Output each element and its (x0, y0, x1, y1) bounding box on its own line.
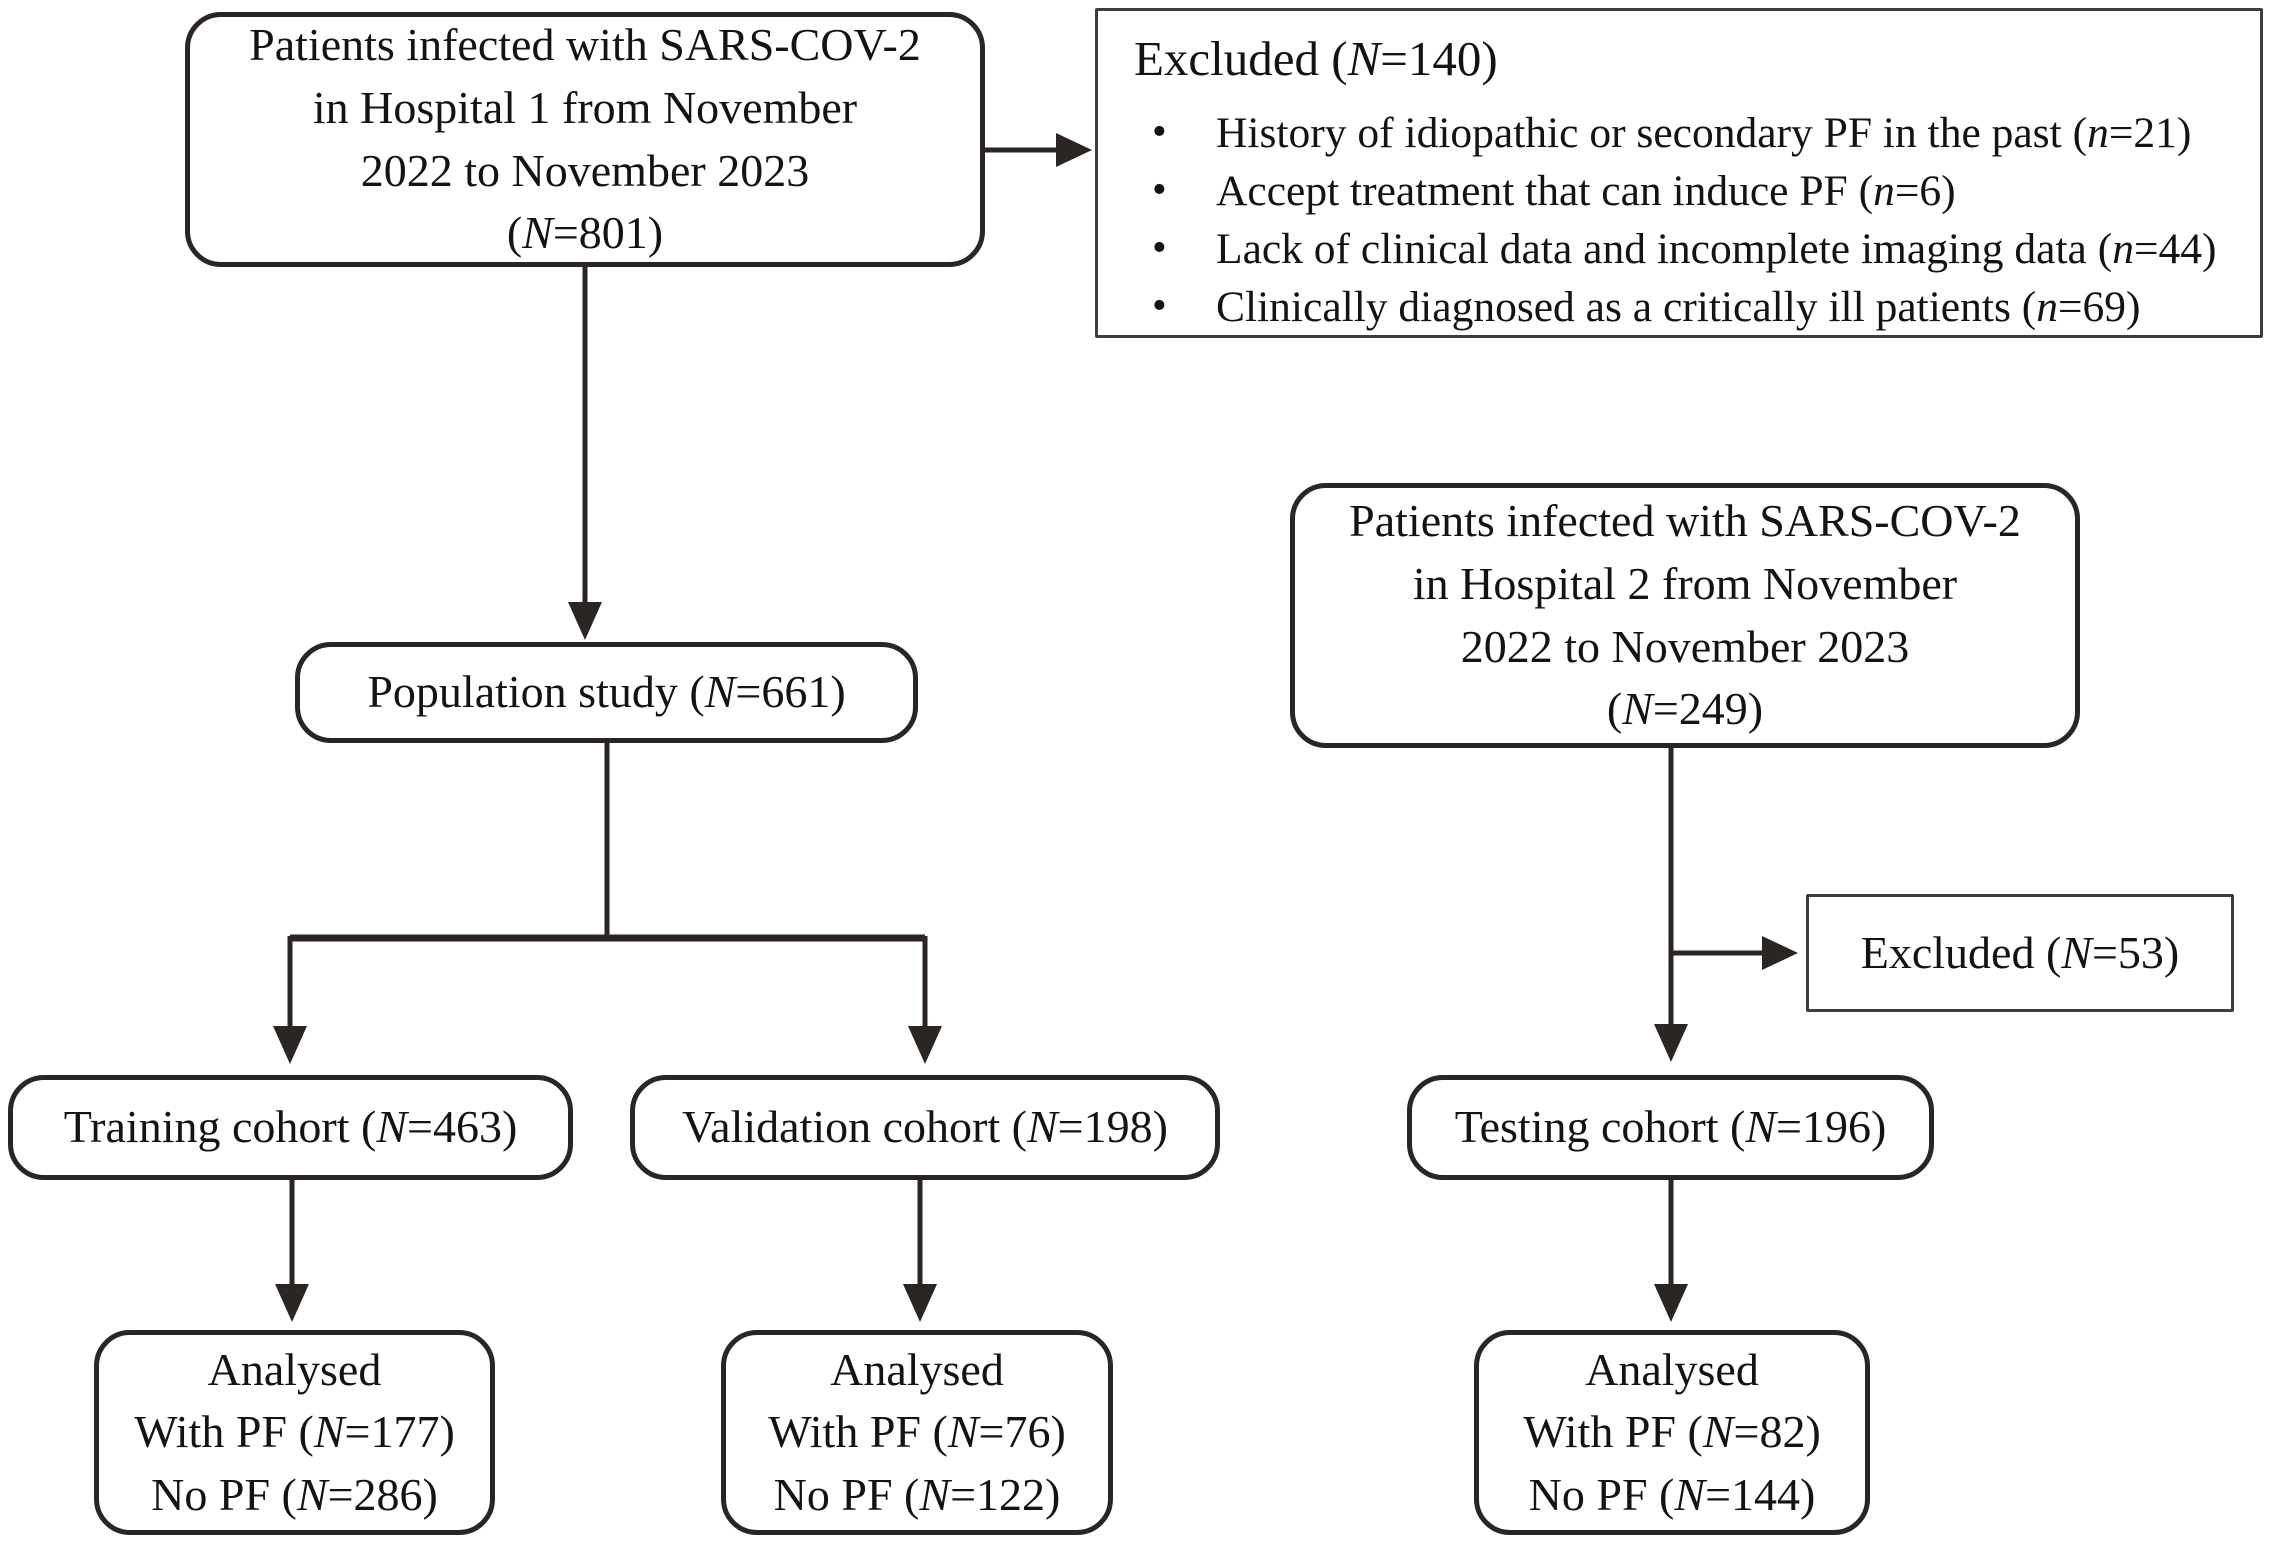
arrowhead-analysed-testing (1654, 1284, 1688, 1322)
population-study-box: Population study (N=661) (295, 642, 918, 743)
population-study-text: Population study (N=661) (367, 666, 846, 718)
arrowhead-testing (1654, 1024, 1688, 1062)
testing-cohort-box: Testing cohort (N=196) (1407, 1075, 1934, 1180)
arrowhead-analysed-training (275, 1284, 309, 1322)
validation-cohort-text: Validation cohort (N=198) (682, 1101, 1168, 1153)
excluded1-title: Excluded (N=140) (1134, 31, 1498, 86)
hospital2-text: Patients infected with SARS-COV-2 in Hos… (1349, 495, 2021, 735)
training-cohort-text: Training cohort (N=463) (63, 1101, 518, 1153)
excluded1-list: History of idiopathic or secondary PF in… (1132, 105, 2248, 336)
hospital1-box: Patients infected with SARS-COV-2 in Hos… (185, 12, 985, 267)
arrowhead-analysed-validation (903, 1284, 937, 1322)
testing-cohort-text: Testing cohort (N=196) (1454, 1101, 1887, 1153)
analysed-validation-box: Analysed With PF (N=76) No PF (N=122) (721, 1330, 1113, 1535)
hospital2-box: Patients infected with SARS-COV-2 in Hos… (1290, 483, 2080, 748)
excluded1-box: Excluded (N=140) History of idiopathic o… (1095, 8, 2263, 338)
excluded2-text: Excluded (N=53) (1860, 926, 2180, 978)
arrowhead-excluded2 (1762, 936, 1798, 970)
excluded2-box: Excluded (N=53) (1806, 894, 2234, 1012)
analysed-testing-text: Analysed With PF (N=82) No PF (N=144) (1523, 1343, 1821, 1520)
arrowhead-training (273, 1026, 307, 1064)
arrowhead-excluded1 (1056, 133, 1092, 167)
excluded1-item: Clinically diagnosed as a critically ill… (1132, 279, 2248, 337)
excluded1-item: Lack of clinical data and incomplete ima… (1132, 221, 2248, 279)
excluded1-item: Accept treatment that can induce PF (n=6… (1132, 163, 2248, 221)
arrowhead-population (568, 602, 602, 640)
analysed-training-text: Analysed With PF (N=177) No PF (N=286) (134, 1343, 455, 1520)
arrowhead-validation (908, 1026, 942, 1064)
analysed-testing-box: Analysed With PF (N=82) No PF (N=144) (1474, 1330, 1870, 1535)
training-cohort-box: Training cohort (N=463) (8, 1075, 573, 1180)
analysed-training-box: Analysed With PF (N=177) No PF (N=286) (94, 1330, 495, 1535)
hospital1-text: Patients infected with SARS-COV-2 in Hos… (249, 19, 921, 259)
analysed-validation-text: Analysed With PF (N=76) No PF (N=122) (768, 1343, 1066, 1520)
validation-cohort-box: Validation cohort (N=198) (630, 1075, 1220, 1180)
excluded1-item: History of idiopathic or secondary PF in… (1132, 105, 2248, 163)
